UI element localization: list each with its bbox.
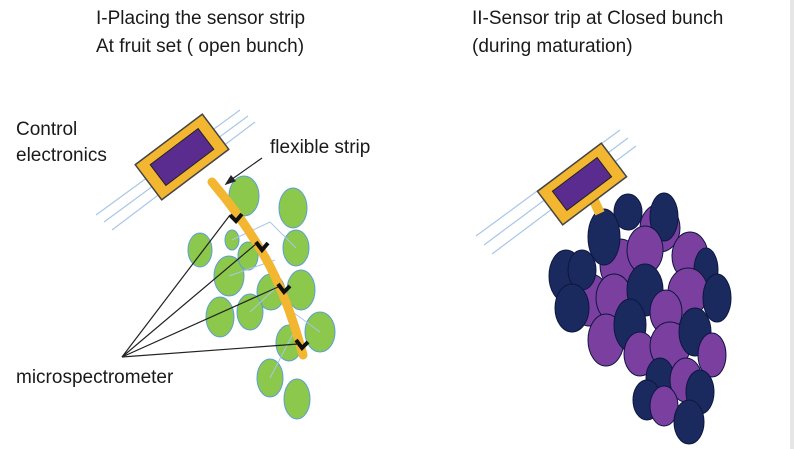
label-microspectrometer: microspectrometer: [16, 367, 174, 388]
green-berry: [237, 241, 259, 271]
purple-berry: [649, 385, 679, 427]
navy-berry: [587, 208, 621, 266]
green-berry: [283, 378, 311, 420]
navy-berry: [649, 192, 679, 242]
navy-berry: [673, 399, 705, 445]
green-berries: [187, 175, 336, 420]
microspectrometer-markers: [228, 212, 310, 352]
right-control-electronics-device: [536, 142, 628, 226]
left-title-line2: At fruit set ( open bunch): [96, 36, 305, 57]
label-electronics: electronics: [16, 145, 107, 166]
right-title-line2: (during maturation): [472, 36, 633, 57]
label-flexible-strip: flexible strip: [270, 137, 371, 158]
purple-berry: [697, 332, 727, 378]
right-strip-stub: [589, 198, 605, 216]
navy-berry: [554, 283, 590, 333]
right-edge-bar: [790, 0, 794, 449]
right-title-line1: II-Sensor trip at Closed bunch: [472, 8, 724, 29]
green-berry: [205, 296, 235, 338]
green-berry: [278, 187, 308, 229]
label-control: Control: [16, 119, 78, 140]
left-title-line1: I-Placing the sensor strip: [96, 8, 306, 29]
label-pointers: [121, 157, 299, 358]
green-berry: [187, 232, 213, 268]
navy-berry: [613, 193, 643, 231]
closed-bunch-berries: [548, 192, 732, 445]
navy-berry: [702, 273, 732, 323]
control-electronics-device: [134, 113, 230, 201]
